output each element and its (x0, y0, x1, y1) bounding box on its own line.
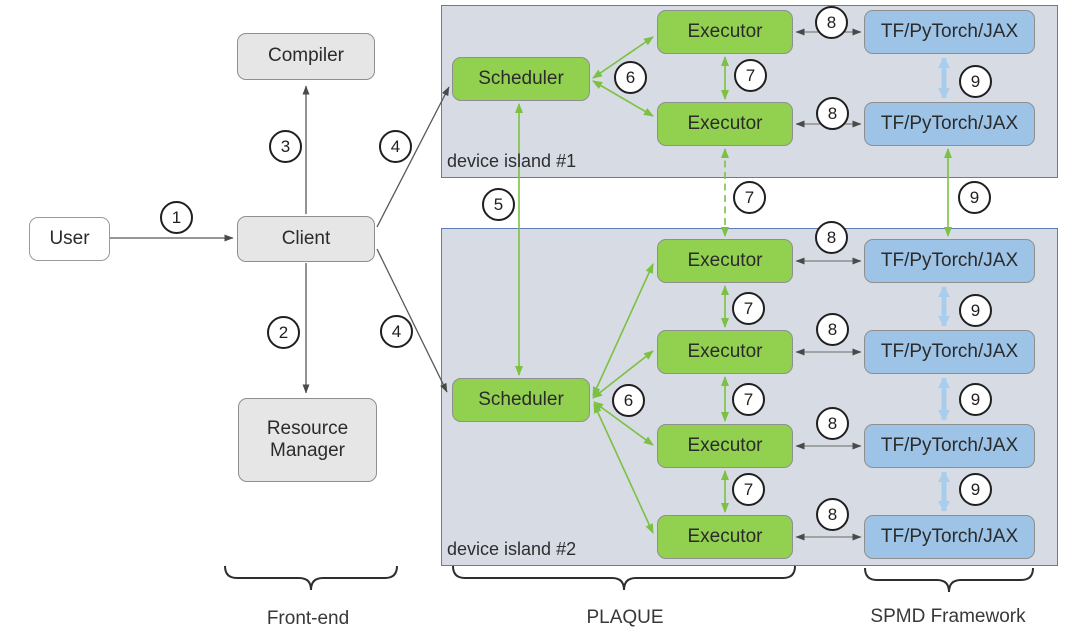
connector-sched1-exec2 (592, 80, 654, 117)
step-circle-7-interisland: 7 (733, 181, 766, 214)
step-circle-8-island2-row1: 8 (815, 221, 848, 254)
connector-sched2-execD (593, 403, 654, 534)
step-circle-2: 2 (267, 316, 300, 349)
island2-label: device island #2 (447, 539, 577, 559)
framework-node-island2-1: TF/PyTorch/JAX (864, 239, 1035, 283)
legend-plaque: PLAQUE (586, 607, 664, 628)
connector-sched2-execA (592, 263, 654, 397)
user-node: User (29, 217, 110, 261)
step-circle-5: 5 (482, 188, 515, 221)
step-circle-6-island1: 6 (614, 61, 647, 94)
step-circle-6-island2: 6 (612, 384, 645, 417)
brace-plaque (452, 565, 796, 591)
step-circle-7-island1: 7 (734, 59, 767, 92)
executor-node-island1-1: Executor (657, 10, 793, 54)
framework-node-island2-4: TF/PyTorch/JAX (864, 515, 1035, 559)
compiler-node: Compiler (237, 33, 375, 80)
legend-frontend: Front-end (266, 608, 350, 629)
step-circle-8-island2-row4: 8 (816, 498, 849, 531)
step-circle-9-island2-bc: 9 (959, 383, 992, 416)
executor-node-island1-2: Executor (657, 102, 793, 146)
connector-client-scheduler1 (376, 86, 450, 228)
step-circle-9-interisland: 9 (958, 181, 991, 214)
resource-manager-node: Resource Manager (238, 398, 377, 482)
executor-node-island2-3: Executor (657, 424, 793, 468)
step-circle-7-island2-cd: 7 (732, 473, 765, 506)
island1-label: device island #1 (447, 151, 577, 171)
connector-sched2-execB (592, 350, 654, 399)
step-circle-4-lower: 4 (380, 315, 413, 348)
step-circle-9-island2-ab: 9 (959, 294, 992, 327)
legend-spmd: SPMD Framework (870, 606, 1026, 627)
step-circle-7-island2-ab: 7 (732, 292, 765, 325)
step-circle-9-island1: 9 (959, 65, 992, 98)
framework-node-island2-2: TF/PyTorch/JAX (864, 330, 1035, 374)
step-circle-9-island2-cd: 9 (959, 473, 992, 506)
executor-node-island2-4: Executor (657, 515, 793, 559)
framework-node-island1-2: TF/PyTorch/JAX (864, 102, 1035, 146)
executor-node-island2-2: Executor (657, 330, 793, 374)
scheduler-node-island1: Scheduler (452, 57, 590, 101)
scheduler-node-island2: Scheduler (452, 378, 590, 422)
framework-node-island2-3: TF/PyTorch/JAX (864, 424, 1035, 468)
executor-node-island2-1: Executor (657, 239, 793, 283)
framework-node-island1-1: TF/PyTorch/JAX (864, 10, 1035, 54)
step-circle-8-island2-row2: 8 (816, 313, 849, 346)
step-circle-8-island1-row2: 8 (816, 97, 849, 130)
step-circle-7-island2-bc: 7 (732, 383, 765, 416)
connector-client-scheduler2 (376, 248, 448, 393)
brace-spmd (864, 567, 1034, 593)
step-circle-1: 1 (160, 201, 193, 234)
step-circle-4-upper: 4 (379, 130, 412, 163)
brace-frontend (224, 565, 398, 591)
client-node: Client (237, 216, 375, 262)
step-circle-3: 3 (269, 130, 302, 163)
connector-sched1-exec1 (592, 36, 654, 79)
step-circle-8-island2-row3: 8 (816, 407, 849, 440)
step-circle-8-island1-row1: 8 (815, 6, 848, 39)
